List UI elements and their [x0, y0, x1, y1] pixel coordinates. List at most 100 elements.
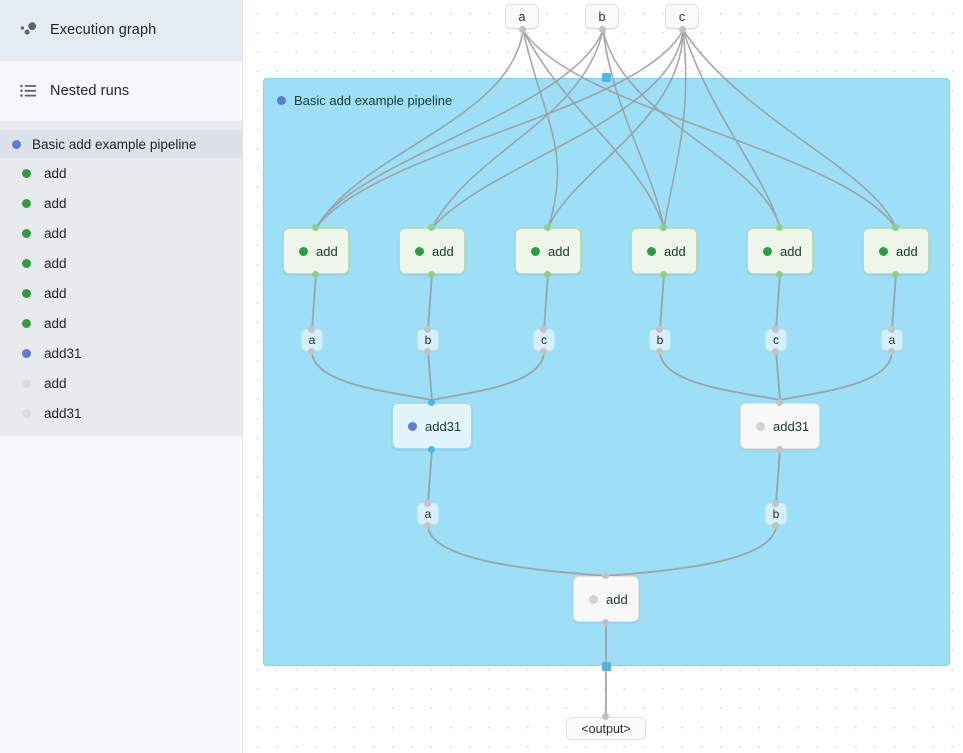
node-port[interactable]: [312, 271, 319, 278]
node-port[interactable]: [312, 224, 319, 231]
status-dot-icon: [531, 246, 540, 256]
node-label: a: [424, 507, 432, 521]
task-node-add[interactable]: add: [515, 228, 581, 274]
node-label: b: [598, 9, 606, 24]
group-top-handle[interactable]: [602, 73, 611, 82]
node-port[interactable]: [602, 572, 609, 579]
node-port[interactable]: [772, 500, 779, 507]
list-item[interactable]: add31: [0, 338, 242, 368]
run-label: add: [44, 255, 67, 271]
node-port[interactable]: [540, 326, 547, 333]
status-dot-icon: [299, 246, 308, 256]
node-label: c: [773, 333, 779, 347]
list-item[interactable]: add: [0, 308, 242, 338]
run-label: add: [44, 315, 67, 331]
task-node-add31[interactable]: add31: [392, 403, 472, 449]
node-port[interactable]: [428, 446, 435, 453]
run-label: add: [44, 285, 67, 301]
node-port[interactable]: [602, 619, 609, 626]
node-port[interactable]: [892, 224, 899, 231]
group-label: Basic add example pipeline: [294, 93, 453, 108]
pipeline-group-title: Basic add example pipeline: [277, 93, 452, 108]
sidebar-item-nested-runs[interactable]: Nested runs: [0, 61, 242, 122]
node-port[interactable]: [888, 326, 895, 333]
node-port[interactable]: [428, 224, 435, 231]
run-label: add: [44, 165, 67, 181]
task-node-add[interactable]: add: [863, 228, 929, 274]
node-port[interactable]: [776, 271, 783, 278]
node-port[interactable]: [424, 348, 431, 355]
status-dot-icon: [647, 246, 656, 256]
node-port[interactable]: [892, 271, 899, 278]
node-label: <output>: [581, 721, 631, 736]
status-dot-icon: [22, 258, 31, 268]
sidebar-item-execution-graph[interactable]: Execution graph: [0, 0, 242, 61]
node-port[interactable]: [424, 326, 431, 333]
graph-canvas[interactable]: Basic add example pipeline: [243, 0, 963, 753]
node-port[interactable]: [772, 522, 779, 529]
list-item[interactable]: add: [0, 158, 242, 188]
output-node[interactable]: <output>: [566, 717, 646, 740]
status-dot-icon: [22, 168, 31, 178]
node-port[interactable]: [544, 271, 551, 278]
node-port[interactable]: [599, 26, 606, 33]
run-label: add: [44, 375, 67, 391]
task-node-add31[interactable]: add31: [740, 403, 820, 449]
list-item[interactable]: Basic add example pipeline: [0, 130, 242, 158]
node-label: add31: [773, 418, 810, 434]
node-port[interactable]: [602, 713, 609, 720]
list-item[interactable]: add: [0, 248, 242, 278]
nested-runs-list: Basic add example pipeline add add add a…: [0, 122, 242, 436]
task-node-add[interactable]: add: [631, 228, 697, 274]
node-port[interactable]: [308, 348, 315, 355]
node-port[interactable]: [308, 326, 315, 333]
node-port[interactable]: [656, 348, 663, 355]
node-port[interactable]: [776, 446, 783, 453]
list-item[interactable]: add31: [0, 398, 242, 428]
status-dot-icon: [22, 228, 31, 238]
node-port[interactable]: [772, 348, 779, 355]
edge-layer: [311, 29, 897, 717]
run-label: add: [44, 195, 67, 211]
run-label: add31: [44, 405, 82, 421]
node-port[interactable]: [519, 26, 526, 33]
node-port[interactable]: [424, 500, 431, 507]
node-port[interactable]: [428, 271, 435, 278]
status-dot-icon: [22, 348, 31, 358]
input-node-a[interactable]: a: [505, 4, 539, 29]
sidebar-item-label: Execution graph: [50, 22, 157, 38]
node-label: c: [541, 333, 547, 347]
list-item[interactable]: add: [0, 188, 242, 218]
task-node-add[interactable]: add: [283, 228, 349, 274]
node-port[interactable]: [656, 326, 663, 333]
node-port[interactable]: [424, 522, 431, 529]
node-label: b: [424, 333, 432, 347]
input-node-b[interactable]: b: [585, 4, 619, 29]
status-dot-icon: [22, 198, 31, 208]
node-label: c: [678, 9, 686, 24]
run-label: add: [44, 225, 67, 241]
run-label: add31: [44, 345, 82, 361]
run-label: Basic add example pipeline: [32, 136, 197, 152]
node-port[interactable]: [776, 224, 783, 231]
list-item[interactable]: add: [0, 278, 242, 308]
status-dot-icon: [408, 421, 417, 431]
list-item[interactable]: add: [0, 368, 242, 398]
node-port[interactable]: [888, 348, 895, 355]
task-node-add[interactable]: add: [399, 228, 465, 274]
task-node-add[interactable]: add: [747, 228, 813, 274]
node-port[interactable]: [544, 224, 551, 231]
sidebar: Execution graph Nested runs Basic add ex…: [0, 0, 243, 753]
task-node-add[interactable]: add: [573, 576, 639, 622]
node-port[interactable]: [540, 348, 547, 355]
node-port[interactable]: [660, 271, 667, 278]
list-item[interactable]: add: [0, 218, 242, 248]
status-dot-icon: [22, 288, 31, 298]
node-port[interactable]: [660, 224, 667, 231]
node-port[interactable]: [428, 399, 435, 406]
status-dot-icon: [12, 139, 21, 149]
node-port[interactable]: [772, 326, 779, 333]
node-port[interactable]: [679, 26, 686, 33]
node-port[interactable]: [776, 399, 783, 406]
